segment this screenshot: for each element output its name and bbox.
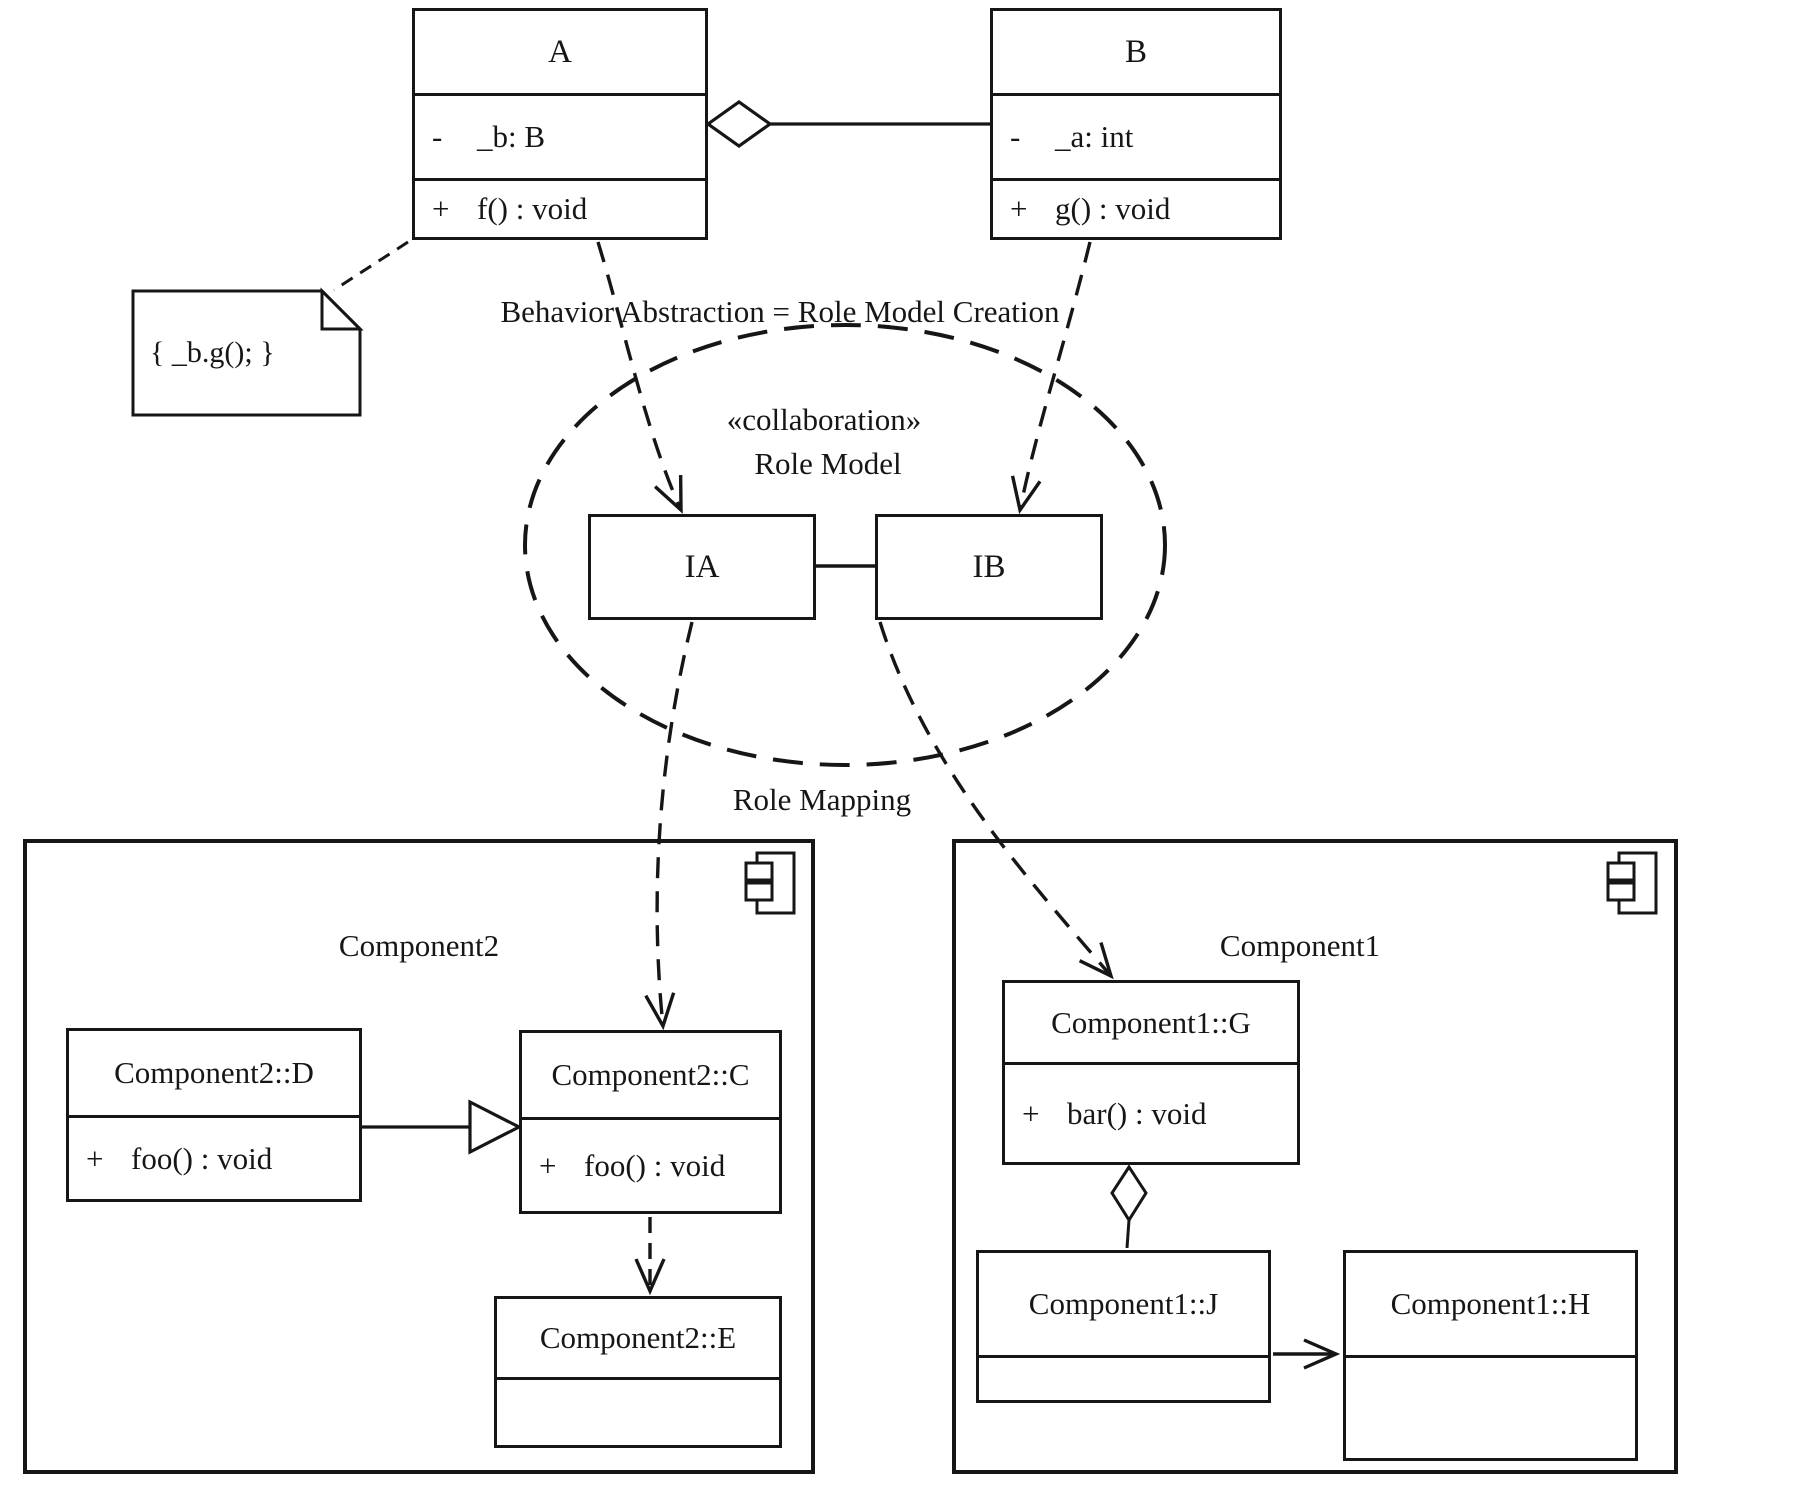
class-b-method: + g() : void	[993, 178, 1279, 237]
visibility-private: -	[432, 119, 443, 154]
empty-compartment	[979, 1355, 1268, 1400]
visibility-public: +	[1022, 1095, 1040, 1131]
class-component2-d: Component2::D + foo() : void	[66, 1028, 362, 1202]
note-icon	[131, 287, 364, 417]
dependency-ib-to-g	[878, 621, 1114, 980]
class-e-name: Component2::E	[539, 1320, 737, 1355]
component1-frame	[952, 839, 1678, 1474]
class-component1-j: Component1::J	[976, 1250, 1271, 1403]
role-ia-name: IA	[684, 548, 720, 585]
role-ia: IA	[588, 514, 816, 620]
class-g-method: + bar() : void	[1005, 1062, 1297, 1162]
method-text: foo() : void	[584, 1147, 726, 1183]
aggregation-diamond-icon	[705, 100, 773, 148]
class-h-name: Component1::H	[1390, 1286, 1591, 1321]
aggregation-a-b	[705, 100, 992, 148]
class-d-name: Component2::D	[114, 1055, 314, 1090]
class-c-method: + foo() : void	[522, 1117, 779, 1211]
class-g-name: Component1::G	[1051, 1004, 1251, 1040]
role-ib: IB	[875, 514, 1103, 620]
method-text: f() : void	[477, 191, 588, 226]
aggregation-g-j	[1110, 1164, 1148, 1249]
visibility-public: +	[86, 1140, 104, 1176]
role-ib-name: IB	[972, 548, 1006, 585]
component2-frame	[23, 839, 815, 1474]
method-text: foo() : void	[131, 1140, 273, 1176]
component-icon	[1606, 851, 1658, 915]
note-text: { _b.g(); }	[150, 336, 275, 369]
empty-compartment	[497, 1377, 779, 1445]
class-component2-c: Component2::C + foo() : void	[519, 1030, 782, 1214]
generalization-d-to-c	[362, 1099, 523, 1155]
class-b: B - _a: int + g() : void	[990, 8, 1282, 240]
method-text: bar() : void	[1067, 1095, 1207, 1131]
component2-name: Component2	[338, 928, 500, 963]
behavior-abstraction-label: Behavior Abstraction = Role Model Creati…	[500, 294, 1060, 329]
attribute-text: _a: int	[1055, 119, 1134, 154]
class-component1-h: Component1::H	[1343, 1250, 1638, 1461]
class-a: A - _b: B + f() : void	[412, 8, 708, 240]
class-d-method: + foo() : void	[69, 1115, 359, 1199]
class-a-name: A	[548, 33, 572, 70]
generalization-triangle-icon	[468, 1099, 523, 1155]
visibility-public: +	[432, 191, 450, 226]
class-component1-g: Component1::G + bar() : void	[1002, 980, 1300, 1165]
collaboration-stereotype: «collaboration»	[726, 402, 922, 437]
dependency-ia-to-c	[644, 621, 694, 1031]
role-mapping-label: Role Mapping	[732, 782, 912, 817]
class-j-name: Component1::J	[1028, 1286, 1219, 1321]
visibility-private: -	[1010, 119, 1021, 154]
collaboration-name: Role Model	[754, 446, 902, 481]
component-icon	[744, 851, 796, 915]
class-a-attribute: - _b: B	[415, 93, 705, 178]
empty-compartment	[1346, 1355, 1635, 1458]
class-component2-e: Component2::E	[494, 1296, 782, 1448]
attribute-text: _b: B	[477, 119, 546, 154]
class-a-method: + f() : void	[415, 178, 705, 237]
dependency-b-to-ib	[1010, 241, 1092, 515]
method-text: g() : void	[1055, 191, 1171, 226]
collaboration-ellipse	[523, 323, 1167, 767]
class-b-attribute: - _a: int	[993, 93, 1279, 178]
class-b-name: B	[1124, 33, 1147, 70]
visibility-public: +	[1010, 191, 1028, 226]
note-anchor-line	[333, 240, 409, 292]
visibility-public: +	[539, 1147, 557, 1183]
class-c-name: Component2::C	[551, 1057, 750, 1092]
component1-name: Component1	[1219, 928, 1381, 963]
dependency-a-to-ia	[596, 241, 683, 514]
